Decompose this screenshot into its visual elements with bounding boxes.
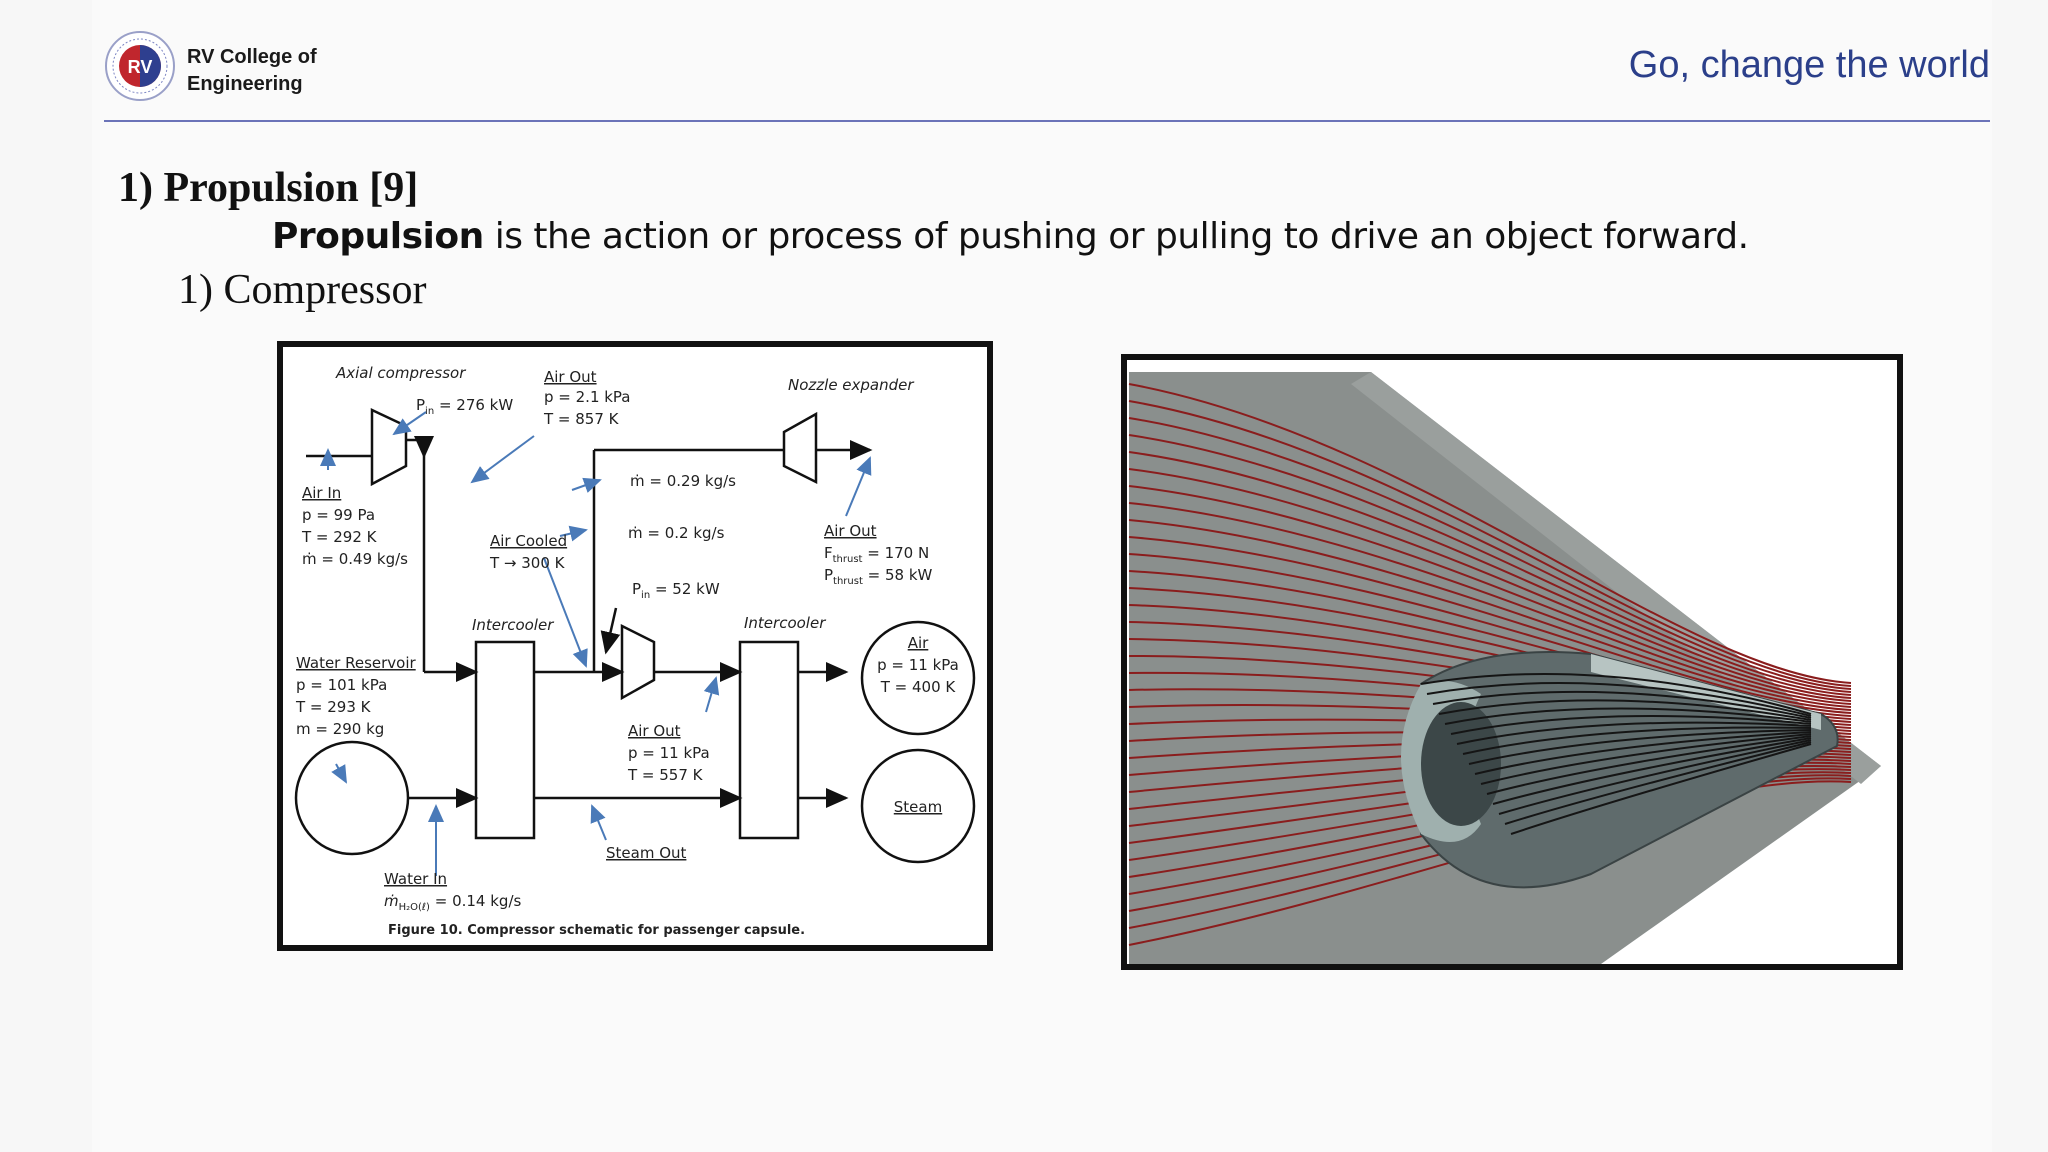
streamline	[1128, 485, 1852, 702]
wake-streak	[1468, 729, 1812, 765]
wake-streak	[1420, 673, 1812, 715]
svg-text:Intercooler: Intercooler	[472, 616, 554, 634]
streamline	[1128, 434, 1852, 693]
svg-text:p = 99 Pa: p = 99 Pa	[302, 506, 375, 524]
svg-text:ṁ = 0.49 kg/s: ṁ = 0.49 kg/s	[302, 550, 408, 568]
svg-text:Water In: Water In	[384, 870, 447, 888]
svg-text:Steam Out: Steam Out	[606, 844, 687, 862]
svg-text:Air Out: Air Out	[544, 368, 597, 386]
wake-streak	[1498, 739, 1812, 815]
streamline	[1128, 383, 1852, 684]
svg-text:T = 557 K: T = 557 K	[627, 766, 704, 784]
svg-text:p = 11 kPa: p = 11 kPa	[877, 656, 959, 674]
wake-streak	[1474, 731, 1812, 775]
wake-streak	[1486, 735, 1812, 795]
college-name-line2: Engineering	[187, 73, 303, 95]
compressor-schematic: Axial compressor Pin = 276 kW Air Out p …	[277, 341, 993, 951]
svg-text:Water Reservoir: Water Reservoir	[296, 654, 417, 672]
definition-text: is the action or process of pushing or p…	[483, 216, 1749, 257]
streamline	[1128, 536, 1852, 711]
svg-text:ṁ = 0.2 kg/s: ṁ = 0.2 kg/s	[628, 524, 725, 542]
streamline	[1128, 400, 1852, 687]
wake-streak	[1510, 743, 1812, 835]
svg-text:Figure 10. Compressor schemati: Figure 10. Compressor schematic for pass…	[388, 923, 805, 938]
svg-text:Pin = 276 kW: Pin = 276 kW	[416, 396, 513, 417]
college-name: RV College of Engineering	[187, 44, 317, 98]
svg-text:Air Out: Air Out	[824, 522, 877, 540]
svg-text:p = 101 kPa: p = 101 kPa	[296, 676, 387, 694]
svg-text:Air Out: Air Out	[628, 722, 681, 740]
definition-term: Propulsion	[272, 216, 484, 257]
wake-streak	[1444, 707, 1812, 725]
svg-text:ṁ = 0.29 kg/s: ṁ = 0.29 kg/s	[630, 472, 736, 490]
svg-text:Axial compressor: Axial compressor	[335, 364, 466, 382]
header-divider	[104, 120, 1990, 122]
svg-text:p = 2.1 kPa: p = 2.1 kPa	[544, 388, 631, 406]
svg-text:T = 857 K: T = 857 K	[543, 410, 620, 428]
svg-text:Air Cooled: Air Cooled	[490, 532, 567, 550]
wake-streak	[1438, 699, 1812, 721]
svg-text:Pin = 52 kW: Pin = 52 kW	[632, 580, 720, 601]
wake-streak	[1480, 733, 1812, 785]
wake-streak	[1462, 726, 1812, 755]
wake-streak	[1432, 690, 1812, 719]
svg-text:Intercooler: Intercooler	[744, 614, 826, 632]
section-heading: 1) Propulsion [9]	[118, 165, 419, 211]
svg-text:Air In: Air In	[302, 484, 341, 502]
svg-text:p = 11 kPa: p = 11 kPa	[628, 744, 710, 762]
streamline	[1128, 451, 1852, 696]
svg-text:T → 300 K: T → 300 K	[489, 554, 566, 572]
streamline	[1128, 468, 1852, 699]
wake-streak	[1450, 715, 1812, 735]
streamline	[1128, 502, 1852, 705]
svg-text:T = 293 K: T = 293 K	[295, 698, 372, 716]
svg-text:ṁH₂O(ℓ) = 0.14 kg/s: ṁH₂O(ℓ) = 0.14 kg/s	[384, 892, 522, 913]
svg-text:Pthrust = 58 kW: Pthrust = 58 kW	[824, 566, 933, 587]
svg-text:Nozzle expander: Nozzle expander	[788, 376, 914, 394]
svg-text:T = 400 K: T = 400 K	[880, 678, 957, 696]
wake-streak	[1456, 721, 1812, 745]
svg-text:Steam: Steam	[894, 798, 942, 816]
tagline: Go, change the world	[1628, 44, 1990, 86]
wake-streak	[1426, 682, 1812, 717]
svg-text:m = 290 kg: m = 290 kg	[296, 720, 384, 738]
wake-streak	[1504, 741, 1812, 825]
propulsion-definition: Propulsion is the action or process of p…	[272, 216, 1749, 257]
streamline	[1128, 519, 1852, 708]
svg-text:Air: Air	[908, 634, 929, 652]
wake-streak	[1492, 737, 1812, 805]
subitem-compressor: 1) Compressor	[178, 267, 427, 313]
svg-text:RV: RV	[128, 57, 153, 77]
streamline	[1128, 417, 1852, 690]
svg-text:T = 292 K: T = 292 K	[301, 528, 378, 546]
cfd-streamline-render	[1121, 354, 1903, 970]
college-name-line1: RV College of	[187, 46, 317, 68]
svg-text:Fthrust = 170 N: Fthrust = 170 N	[824, 544, 929, 565]
college-logo: RV	[105, 31, 175, 101]
